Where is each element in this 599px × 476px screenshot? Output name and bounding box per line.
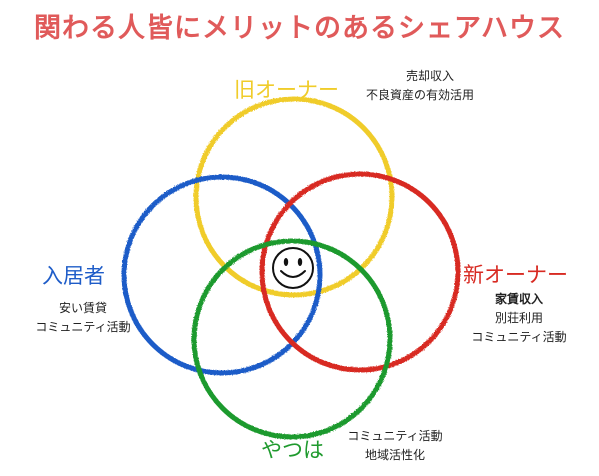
resident-label: 入居者 [42,264,105,288]
benefit-item: コミュニティ活動 [471,330,567,344]
benefit-item: 不良資産の有効活用 [366,88,475,102]
benefit-item: 別荘利用 [494,311,543,325]
resident-benefits: 安い賃貸 コミュニティ活動 [34,299,132,337]
benefit-item: コミュニティ活動 [347,429,443,443]
benefit-item: 家賃収入 [494,292,543,306]
diagram-title: 関わる人皆にメリットのあるシェアハウス [34,13,565,44]
new-owner-benefits: 家賃収入 別荘利用 コミュニティ活動 [464,290,574,347]
old-owner-label: 旧オーナー [234,78,339,102]
old-owner-benefits: 売却収入 不良資産の有効活用 [366,67,474,105]
benefit-item: 地域活性化 [364,448,425,462]
benefit-item: 安い賃貸 [58,301,107,315]
yatsuha-circle [191,238,393,440]
benefit-item: 売却収入 [406,69,455,83]
new-owner-label: 新オーナー [463,263,568,287]
smiley-icon [272,247,314,289]
benefit-item: コミュニティ活動 [35,320,131,334]
yatsuha-benefits: コミュニティ活動 地域活性化 [340,427,450,465]
old-owner-circle [193,96,395,298]
resident-circle [121,174,323,376]
new-owner-circle [259,171,461,373]
yatsuha-label: やつは [261,438,324,462]
